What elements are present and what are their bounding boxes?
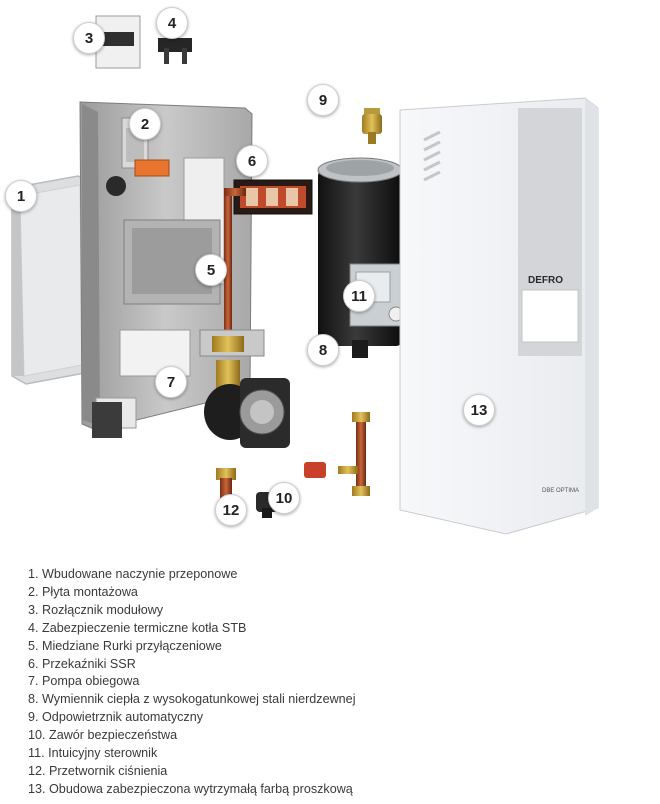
legend-text: Intuicyjny sterownik: [48, 746, 158, 761]
legend-item-9: 9. Odpowietrznik automatyczny: [28, 709, 356, 727]
legend-item-8: 8. Wymiennik ciepła z wysokogatunkowej s…: [28, 691, 356, 709]
ssr-relays: [233, 179, 313, 215]
legend-item-13: 13. Obudowa zabezpieczona wytrzymałą far…: [28, 781, 356, 799]
legend-number: 9.: [28, 710, 39, 725]
legend-text: Odpowietrznik automatyczny: [42, 710, 204, 725]
legend-number: 2.: [28, 584, 39, 599]
legend-item-2: 2. Płyta montażowa: [28, 584, 356, 602]
legend-number: 1.: [28, 567, 39, 581]
legend-item-4: 4. Zabezpieczenie termiczne kotła STB: [28, 620, 356, 638]
exploded-view-diagram: DEFRO DBE OPTIMA 1 2 3 4 5 6 7 8 9 10 11…: [5, 7, 599, 535]
legend-text: Wbudowane naczynie przeponowe: [42, 567, 238, 581]
legend-item-12: 12. Przetwornik ciśnienia: [28, 763, 356, 781]
legend-item-10: 10. Zawór bezpieczeństwa: [28, 727, 356, 745]
stb-thermal-protection: [158, 38, 192, 64]
callout-7: 7: [155, 366, 187, 398]
brand-label: DEFRO: [528, 275, 563, 286]
exploded-view-illustration: DEFRO DBE OPTIMA: [11, 15, 599, 535]
legend-item-11: 11. Intuicyjny sterownik: [28, 745, 356, 763]
copper-pipes: [199, 188, 265, 357]
legend-text: Zawór bezpieczeństwa: [49, 728, 178, 743]
legend-item-5: 5. Miedziane Rurki przyłączeniowe: [28, 638, 356, 656]
legend-number: 10.: [28, 728, 46, 743]
automatic-air-vent: [362, 108, 382, 144]
legend-item-3: 3. Rozłącznik modułowy: [28, 602, 356, 620]
expansion-vessel: [11, 175, 91, 385]
legend-text: Zabezpieczenie termiczne kotła STB: [42, 620, 247, 635]
legend-number: 11.: [28, 746, 45, 761]
legend-item-1: 1. Wbudowane naczynie przeponowe: [28, 566, 356, 584]
legend-item-6: 6. Przekaźniki SSR: [28, 656, 356, 674]
legend-text: Przekaźniki SSR: [42, 656, 136, 671]
legend-text: Obudowa zabezpieczona wytrzymałą farbą p…: [49, 781, 353, 796]
legend-number: 6.: [28, 656, 39, 671]
legend-number: 8.: [28, 692, 39, 707]
legend-text: Pompa obiegowa: [42, 674, 140, 689]
callout-4: 4: [156, 7, 188, 39]
legend-text: Rozłącznik modułowy: [42, 602, 164, 617]
parts-legend: 1. Wbudowane naczynie przeponowe 2. Płyt…: [28, 566, 356, 799]
callout-5: 5: [195, 254, 227, 286]
circulation-pump: [204, 360, 290, 448]
callout-2: 2: [129, 108, 161, 140]
tee-fitting: [304, 412, 370, 496]
legend-item-7: 7. Pompa obiegowa: [28, 673, 356, 691]
legend-number: 7.: [28, 674, 39, 689]
callout-1: 1: [5, 180, 37, 212]
legend-text: Wymiennik ciepła z wysokogatunkowej stal…: [42, 692, 356, 707]
callout-12: 12: [215, 494, 247, 526]
legend-number: 4.: [28, 620, 39, 635]
legend-number: 12.: [28, 763, 46, 778]
callout-9: 9: [307, 84, 339, 116]
model-label: DBE OPTIMA: [542, 488, 579, 494]
callout-8: 8: [307, 334, 339, 366]
callout-10: 10: [268, 482, 300, 514]
casing: DEFRO DBE OPTIMA: [399, 97, 599, 535]
legend-number: 5.: [28, 638, 39, 653]
legend-number: 3.: [28, 602, 39, 617]
callout-13: 13: [463, 394, 495, 426]
legend-number: 13.: [28, 781, 46, 796]
heat-exchanger: [317, 157, 404, 358]
callout-6: 6: [236, 145, 268, 177]
callout-3: 3: [73, 22, 105, 54]
legend-text: Płyta montażowa: [42, 584, 138, 599]
legend-text: Przetwornik ciśnienia: [49, 763, 168, 778]
callout-11: 11: [343, 280, 375, 312]
legend-text: Miedziane Rurki przyłączeniowe: [42, 638, 222, 653]
